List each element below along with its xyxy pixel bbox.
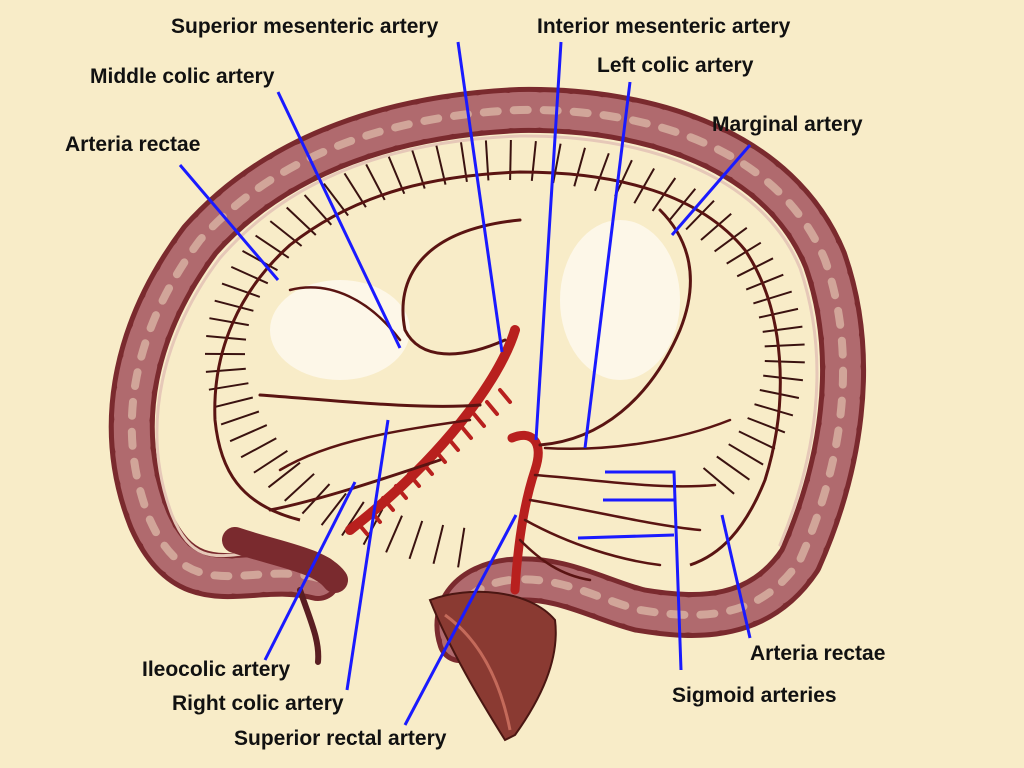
rectum bbox=[428, 590, 557, 742]
leader-superior-mesenteric bbox=[456, 41, 504, 353]
arteria-recta bbox=[229, 424, 268, 443]
arteria-recta bbox=[220, 410, 260, 426]
intestinal-branch bbox=[498, 388, 512, 404]
arteria-recta bbox=[284, 473, 315, 502]
arteria-recta bbox=[552, 143, 562, 184]
arteria-recta bbox=[762, 325, 803, 333]
leader-sigmoid-branch-3 bbox=[577, 533, 675, 540]
arteria-recta bbox=[320, 492, 347, 526]
label-left-colic-artery: Left colic artery bbox=[597, 54, 754, 77]
label-arteria-rectae-left: Arteria rectae bbox=[65, 133, 201, 156]
leader-interior-mesenteric bbox=[534, 41, 563, 441]
arteria-recta bbox=[747, 417, 786, 434]
intestinal-branch bbox=[355, 520, 369, 536]
leader-arteria-rectae-right bbox=[720, 514, 752, 639]
label-right-colic-artery: Right colic artery bbox=[172, 692, 344, 715]
arteria-recta bbox=[716, 455, 750, 481]
arteria-recta bbox=[753, 290, 792, 305]
label-superior-rectal-artery: Superior rectal artery bbox=[234, 727, 447, 750]
arteria-recta bbox=[385, 515, 403, 553]
intestinal-branch bbox=[394, 484, 408, 500]
intestinal-branch bbox=[368, 508, 382, 524]
arteria-recta bbox=[738, 430, 776, 450]
arteria-recta bbox=[213, 396, 254, 409]
arteria-recta bbox=[509, 139, 512, 181]
intestinal-branch bbox=[472, 412, 486, 428]
arteria-recta bbox=[253, 449, 288, 474]
arteria-recta bbox=[432, 524, 445, 565]
leader-left-colic bbox=[583, 81, 632, 449]
arteria-recta bbox=[408, 520, 424, 560]
leader-arteria-rectae-left bbox=[178, 164, 280, 281]
arteria-recta bbox=[594, 152, 610, 192]
arteria-recta bbox=[764, 360, 805, 364]
intestinal-branch bbox=[407, 472, 421, 488]
label-interior-mesenteric-artery: Interior mesenteric artery bbox=[537, 15, 791, 38]
label-ileocolic-artery: Ileocolic artery bbox=[142, 658, 291, 681]
label-sigmoid-arteries: Sigmoid arteries bbox=[672, 684, 837, 707]
arteria-recta bbox=[255, 234, 290, 259]
arteria-recta bbox=[702, 467, 735, 495]
arteria-recta bbox=[764, 343, 805, 348]
leader-superior-rectal bbox=[403, 514, 518, 726]
arteria-recta bbox=[726, 241, 762, 265]
label-superior-mesenteric-artery: Superior mesenteric artery bbox=[171, 15, 439, 38]
leader-right-colic bbox=[345, 419, 390, 691]
arteria-recta bbox=[269, 220, 303, 247]
leader-sigmoid bbox=[605, 470, 683, 671]
intestinal-branch bbox=[446, 436, 460, 452]
mesentery-area bbox=[270, 220, 680, 380]
marginal-artery-vessel bbox=[213, 170, 782, 567]
arteria-recta bbox=[745, 273, 784, 291]
arteria-recta bbox=[214, 299, 254, 312]
arteria-recta bbox=[763, 374, 804, 382]
label-middle-colic-artery: Middle colic artery bbox=[90, 65, 275, 88]
arteria-recta bbox=[754, 403, 794, 417]
leader-middle-colic bbox=[276, 91, 402, 349]
colon bbox=[108, 86, 866, 665]
arteria-recta bbox=[457, 527, 466, 568]
arteria-recta bbox=[758, 307, 799, 319]
arteria-recta bbox=[669, 188, 697, 221]
arteria-recta bbox=[633, 168, 655, 204]
arteria-recta bbox=[209, 317, 249, 327]
arteria-recta bbox=[728, 443, 764, 466]
arteria-recta bbox=[700, 213, 732, 241]
arteria-recta bbox=[573, 147, 586, 187]
intestinal-branch bbox=[485, 400, 499, 416]
label-marginal-artery: Marginal artery bbox=[712, 113, 863, 136]
leader-marginal bbox=[670, 144, 752, 236]
arteria-recta bbox=[685, 200, 715, 231]
arteria-recta bbox=[221, 282, 261, 298]
arteria-recta bbox=[205, 367, 246, 373]
leader-ileocolic bbox=[263, 481, 357, 661]
intestinal-branch bbox=[381, 496, 395, 512]
arteria-recta bbox=[530, 140, 537, 182]
arteria-recta bbox=[267, 461, 301, 489]
intestinal-branch bbox=[433, 448, 447, 464]
arteria-recta bbox=[230, 265, 269, 285]
arteria-recta bbox=[240, 437, 277, 459]
intestinal-branch bbox=[459, 424, 473, 440]
leader-lines bbox=[178, 41, 752, 726]
label-arteria-rectae-right: Arteria rectae bbox=[750, 642, 886, 665]
arteria-recta bbox=[714, 226, 748, 253]
